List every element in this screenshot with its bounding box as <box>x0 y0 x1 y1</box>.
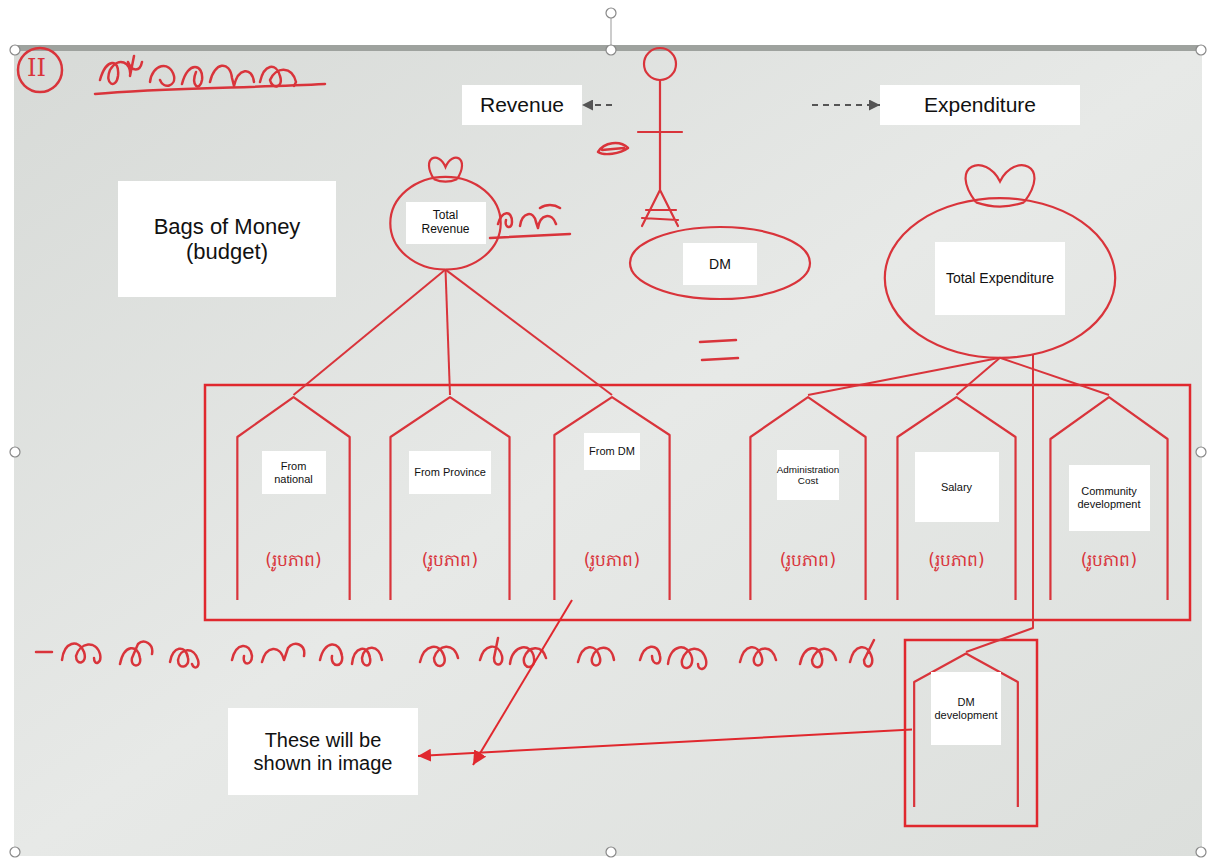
handwritten-caption: (រូបភាព) <box>780 549 836 574</box>
connector <box>582 104 612 106</box>
label-box: From Province <box>409 451 491 494</box>
label-box: Total Revenue <box>406 202 486 244</box>
resize-handles <box>10 8 1206 857</box>
person-figure: DM <box>612 40 812 302</box>
house-box: Administration Cost (រូបភាព) <box>748 395 868 600</box>
money-bag: Total Expenditure <box>880 152 1120 362</box>
label-box: Total Expenditure <box>935 242 1065 315</box>
note-box: Bags of Money (budget) <box>118 181 336 297</box>
handwritten-caption: (រូបភាព) <box>928 549 984 574</box>
box-text: Expenditure <box>888 93 1072 117</box>
connector <box>446 270 451 395</box>
connector <box>1000 358 1109 395</box>
highlight-frame <box>905 640 1037 826</box>
box-text: Bags of Money (budget) <box>126 214 328 265</box>
connector <box>418 730 912 756</box>
heading-box: Revenue <box>462 85 582 125</box>
label-box: Community development <box>1069 465 1150 531</box>
connector <box>812 104 880 106</box>
paper-sheet <box>14 48 1202 856</box>
note-box: These will be shown in image <box>228 708 418 795</box>
house-box: From Province (រូបភាព) <box>388 395 512 600</box>
house-box: Community development (រូបភាព) <box>1048 395 1170 600</box>
label-box: Salary <box>915 452 999 522</box>
handwriting-scribble <box>18 48 874 669</box>
section-number: II <box>27 54 46 82</box>
house-box: From national (រូបភាព) <box>235 395 352 600</box>
label-box: DM <box>683 243 757 285</box>
leader-arrow <box>473 600 572 765</box>
money-bag: Total Revenue <box>388 150 503 272</box>
box-text: Revenue <box>470 93 574 117</box>
heading-box: Expenditure <box>880 85 1080 125</box>
label-box: Administration Cost <box>777 450 839 500</box>
connector <box>957 358 1001 395</box>
box-text: These will be shown in image <box>236 729 410 775</box>
house-box: DM development <box>912 652 1020 807</box>
handwritten-caption: (រូបភាព) <box>584 549 640 574</box>
connector <box>446 270 613 395</box>
handwritten-caption: (រូបភាព) <box>422 549 478 574</box>
label-box: DM development <box>931 672 1001 745</box>
house-box: From DM (រូបភាព) <box>552 395 672 600</box>
handwritten-caption: (រូបភាព) <box>1081 549 1137 574</box>
handwritten-caption: (រូបភាព) <box>265 549 321 574</box>
label-box: From DM <box>584 433 640 470</box>
connector <box>808 358 1000 395</box>
label-box: From national <box>262 451 326 494</box>
house-box: Salary (រូបភាព) <box>895 395 1018 600</box>
rotate-handle-stem <box>611 18 612 48</box>
highlight-frame <box>205 385 1190 620</box>
